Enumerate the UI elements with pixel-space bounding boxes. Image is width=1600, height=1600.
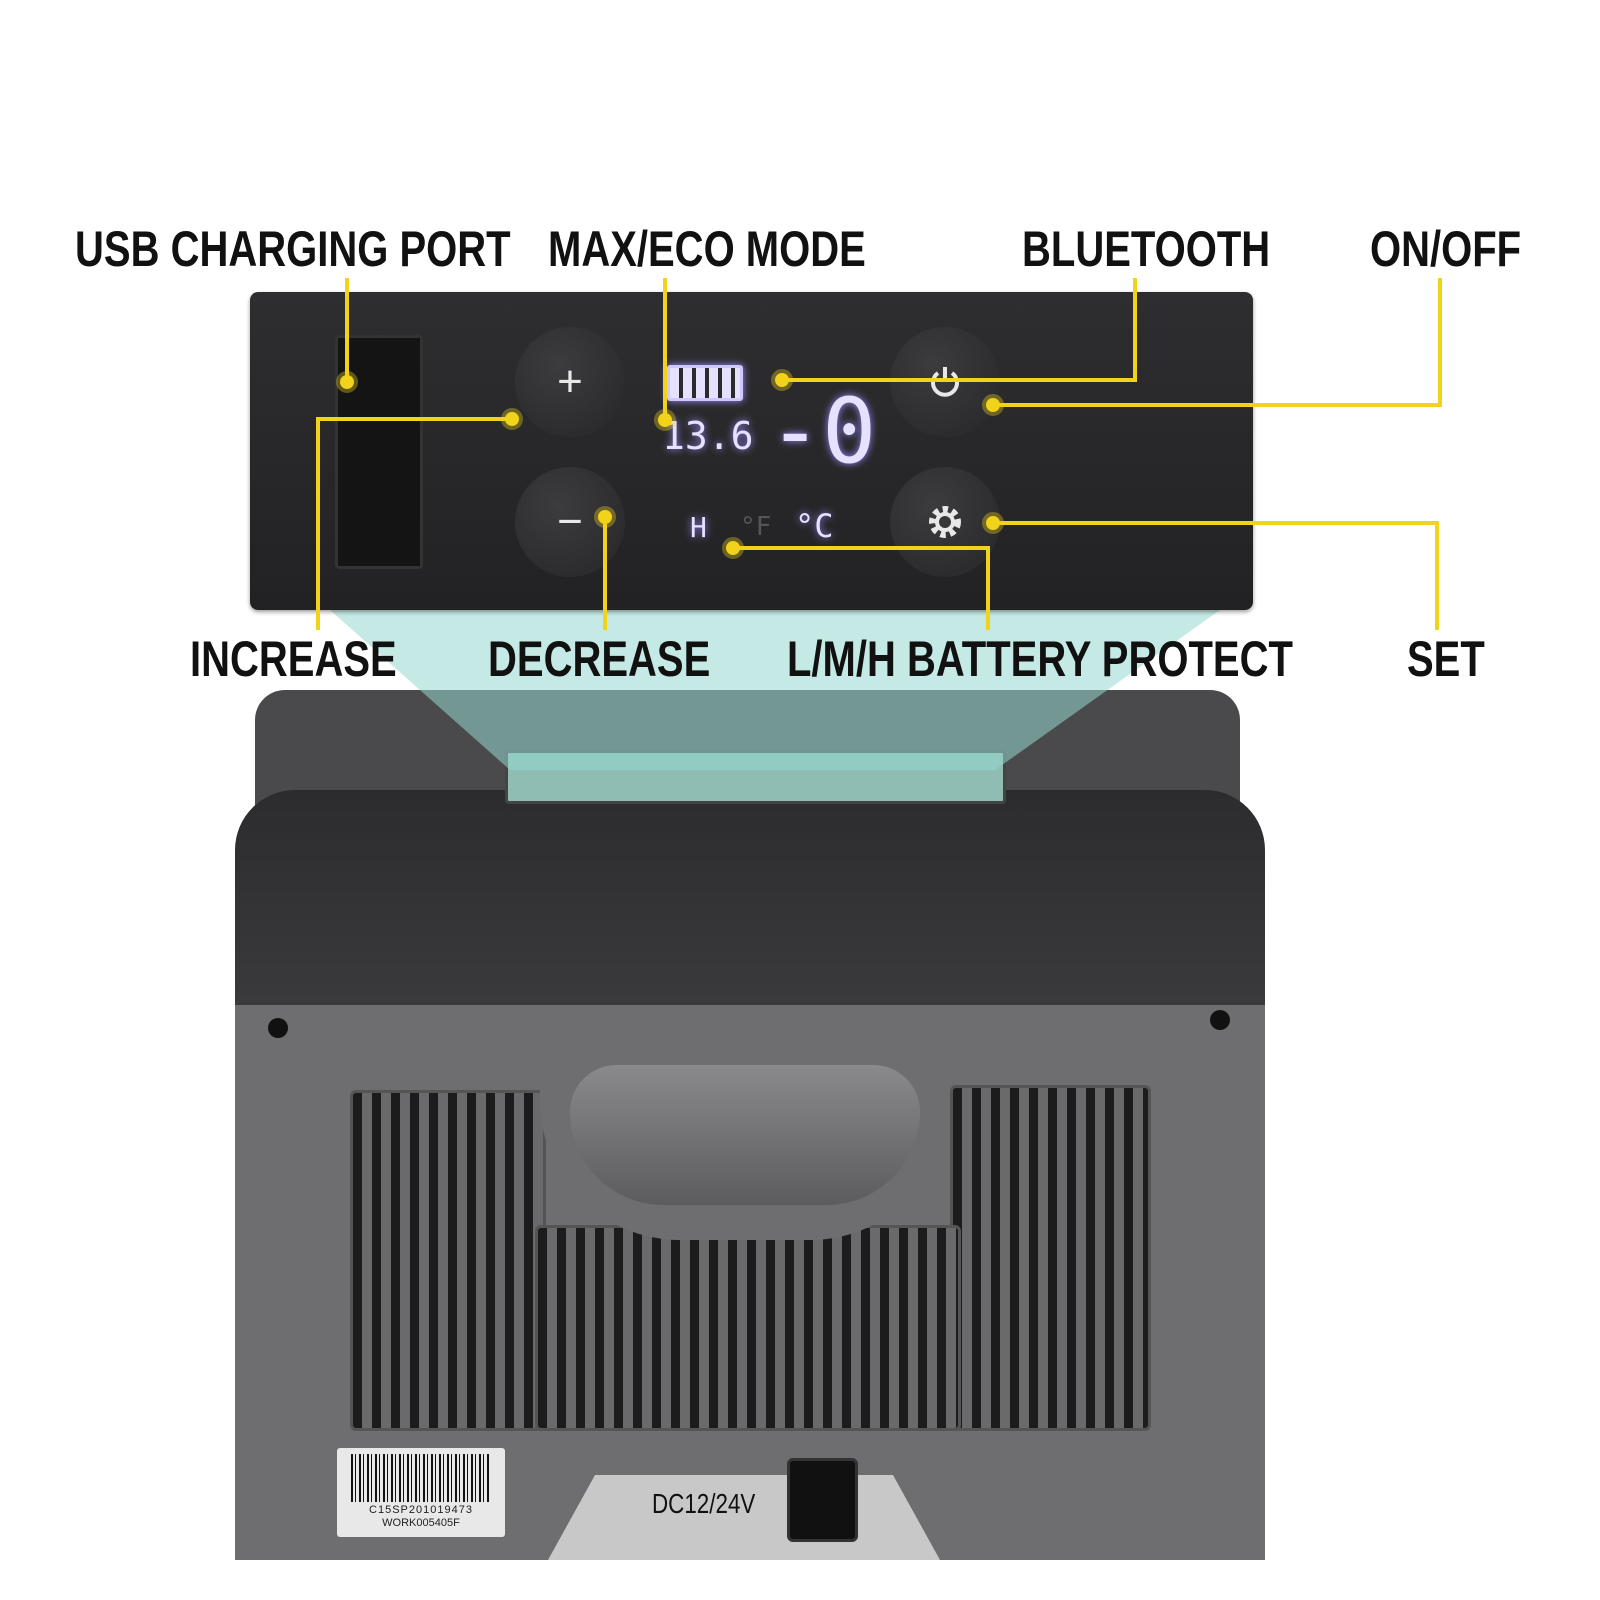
temperature-readout: -0: [768, 379, 877, 484]
callout-line-battery-protect: [733, 546, 990, 630]
label-usb-charging-port: USB CHARGING PORT: [75, 221, 511, 277]
label-max-eco-mode: MAX/ECO MODE: [548, 221, 866, 277]
callout-dot-bluetooth: [771, 369, 793, 391]
callout-dot-usb: [336, 371, 358, 393]
unit-fahrenheit: °F: [740, 512, 772, 542]
serial-number: C15SP201019473: [369, 1504, 473, 1516]
label-set: SET: [1407, 631, 1485, 687]
carry-handle[interactable]: [570, 1065, 920, 1205]
vent-right: [950, 1085, 1151, 1431]
power-rating: DC12/24V: [652, 1488, 756, 1519]
barcode: [351, 1454, 491, 1502]
screw-hole-right: [1210, 1010, 1230, 1030]
vent-center: [535, 1225, 961, 1431]
control-panel: + − 13.6 -0 H °F °C: [250, 292, 1253, 610]
callout-dot-battery-protect: [722, 537, 744, 559]
callout-line-bluetooth: [782, 278, 1137, 382]
callout-dot-max-eco: [654, 409, 676, 431]
battery-protect-level: H: [690, 511, 707, 544]
label-decrease: DECREASE: [488, 631, 711, 687]
callout-line-set: [993, 521, 1439, 630]
projection-beam: [330, 610, 1220, 770]
voltage-readout: 13.6: [662, 414, 754, 458]
unit-celsius: °C: [795, 507, 834, 545]
usb-charging-port[interactable]: [335, 335, 423, 569]
increase-button[interactable]: +: [515, 327, 625, 437]
callout-line-on-off: [993, 278, 1442, 407]
callout-line-increase: [316, 417, 512, 630]
plus-icon: +: [557, 357, 583, 406]
battery-indicator-icon: [667, 365, 743, 401]
screw-hole-left: [268, 1018, 288, 1038]
label-on-off: ON/OFF: [1370, 221, 1522, 277]
label-bluetooth: BLUETOOTH: [1022, 221, 1271, 277]
callout-dot-set: [982, 512, 1004, 534]
set-button[interactable]: [890, 467, 1000, 577]
callout-dot-increase: [501, 408, 523, 430]
work-number: WORK005405F: [382, 1517, 460, 1529]
minus-icon: −: [557, 497, 583, 546]
label-battery-protect: L/M/H BATTERY PROTECT: [787, 631, 1293, 687]
label-increase: INCREASE: [190, 631, 397, 687]
callout-dot-on-off: [982, 394, 1004, 416]
power-plate: [548, 1475, 940, 1560]
gear-icon: [929, 506, 961, 538]
dc-power-socket[interactable]: [787, 1458, 858, 1542]
fridge-lid: [235, 790, 1265, 1005]
barcode-label: C15SP201019473 WORK005405F: [337, 1448, 505, 1537]
callout-dot-decrease: [594, 506, 616, 528]
